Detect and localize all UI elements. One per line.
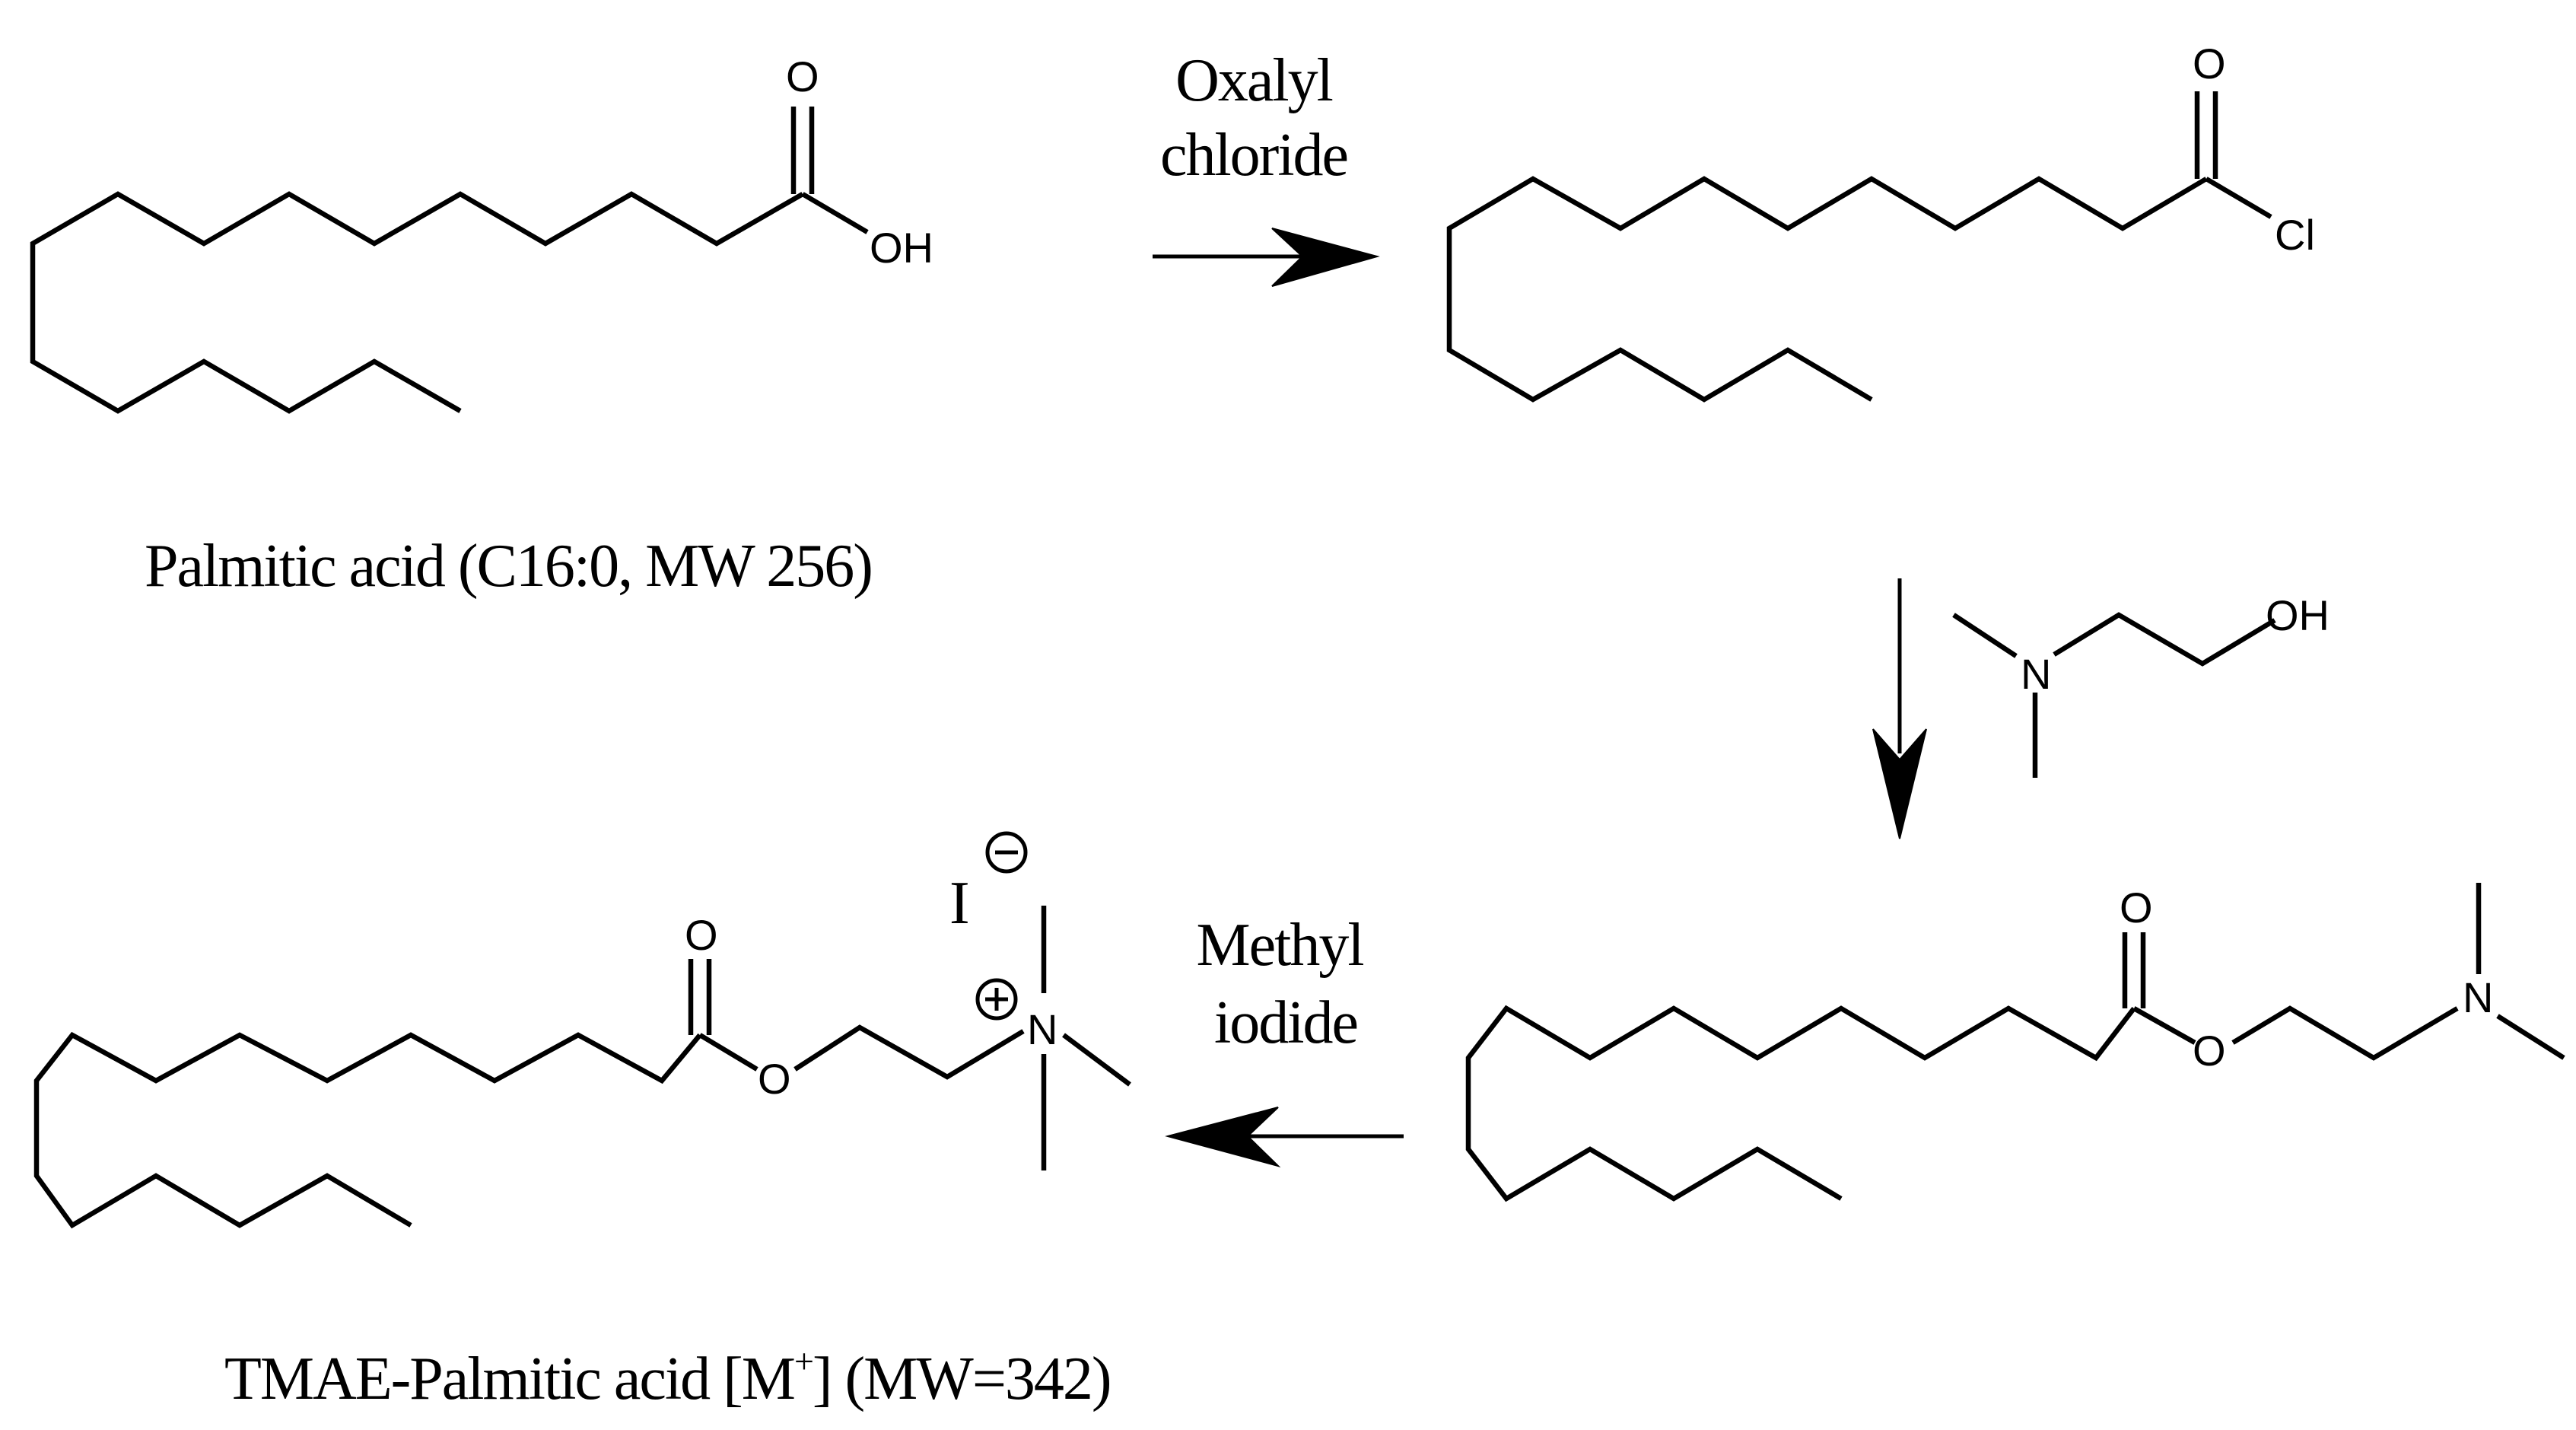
n-methyl-bond-right xyxy=(1062,1033,1131,1087)
atom-nitrogen: N xyxy=(2463,973,2493,1021)
n-methyl-bond-2 xyxy=(2496,1014,2565,1060)
reaction-arrow-2 xyxy=(1872,578,1927,839)
c-oh-bond xyxy=(801,192,869,234)
atom-nitrogen: N xyxy=(1027,1005,1057,1053)
reagent-oxalyl-chloride-line2: chloride xyxy=(1160,122,1347,189)
atom-hydroxyl: OH xyxy=(2266,591,2330,639)
caption-tail: ] (MW=342) xyxy=(813,1346,1111,1412)
c-o-bond xyxy=(2132,1006,2196,1045)
acyl-chloride-structure: O Cl xyxy=(1446,40,2315,403)
atom-hydroxyl: OH xyxy=(870,224,933,272)
atom-carbonyl-o: O xyxy=(685,911,718,959)
palmitic-acid-chain xyxy=(30,191,804,414)
c-cl-bond xyxy=(2205,177,2272,219)
atom-ester-o: O xyxy=(758,1055,791,1103)
product-chain xyxy=(33,1031,702,1229)
reaction-arrow-3 xyxy=(1165,1107,1404,1167)
atom-carbonyl-o: O xyxy=(2193,40,2226,88)
trimethylaminoethyl-chain xyxy=(793,1024,1025,1080)
acyl-chloride-chain xyxy=(1446,176,2208,403)
aminoethyl-chain xyxy=(2231,1005,2459,1061)
atom-iodide: I xyxy=(949,870,968,937)
tmae-palmitic-acid-caption: TMAE-Palmitic acid [M+] (MW=342) xyxy=(224,1342,1111,1412)
atom-carbonyl-o: O xyxy=(786,53,819,100)
ester-intermediate-structure: O O N xyxy=(1465,883,2565,1202)
palmitic-acid-caption: Palmitic acid (C16:0, MW 256) xyxy=(145,533,872,600)
reagent-methyl-iodide-line1: Methyl xyxy=(1196,912,1363,979)
atom-carbonyl-o: O xyxy=(2120,884,2153,932)
atom-chlorine: Cl xyxy=(2275,211,2315,259)
reaction-arrow-1 xyxy=(1153,228,1380,287)
positive-charge-icon xyxy=(975,978,1018,1021)
ester-chain xyxy=(1465,1005,2136,1202)
caption-superscript: + xyxy=(794,1342,813,1381)
negative-charge-icon xyxy=(985,831,1028,874)
dimethylaminoethanol-structure: N OH xyxy=(1952,591,2330,778)
reagent-methyl-iodide-line2: iodide xyxy=(1214,989,1357,1056)
c-o-bond xyxy=(698,1033,758,1072)
atom-ester-o: O xyxy=(2193,1027,2226,1075)
palmitic-acid-structure: O OH xyxy=(30,53,933,414)
atom-nitrogen: N xyxy=(2021,650,2051,698)
reagent-oxalyl-chloride-line1: Oxalyl xyxy=(1175,47,1333,114)
ethanol-chain xyxy=(2053,612,2276,667)
tmae-palmitate-structure: O O N I xyxy=(33,831,1131,1229)
n-methyl-bond-1 xyxy=(1952,613,2018,658)
caption-main: TMAE-Palmitic acid [M xyxy=(224,1346,794,1412)
